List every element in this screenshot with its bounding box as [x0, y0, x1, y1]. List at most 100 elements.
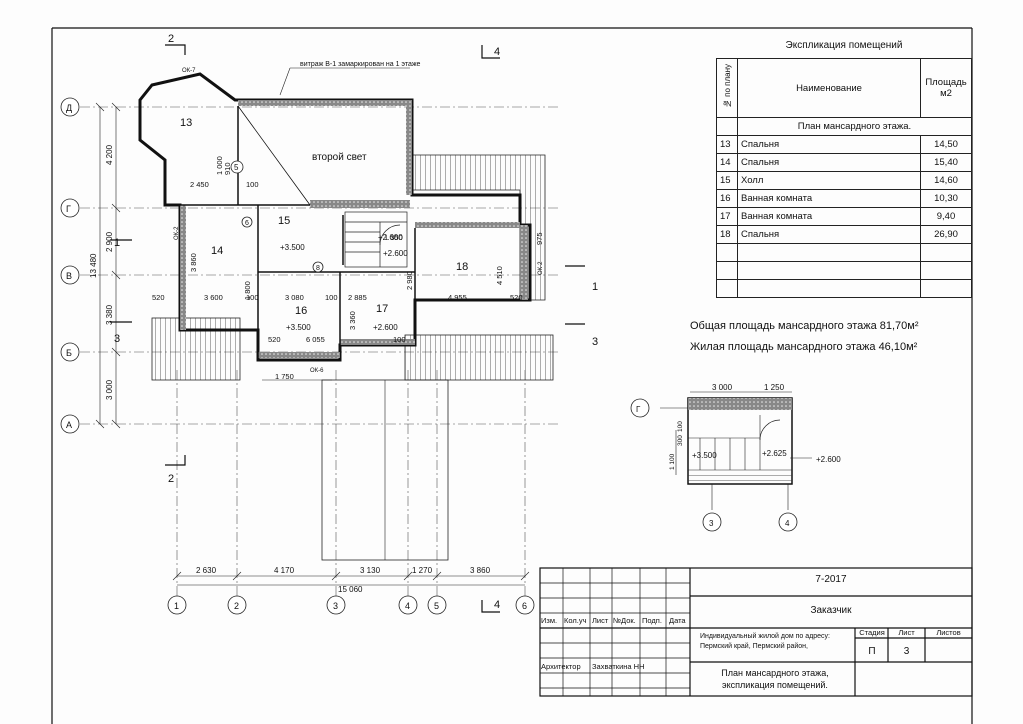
window-tag-ok2-right: ОК-2: [538, 261, 544, 275]
detail-axis-4: 4: [785, 519, 790, 528]
architect-role: Архитектор: [541, 662, 581, 671]
dim-1000: 1 000: [215, 156, 224, 175]
section-row: План мансардного этажа.: [737, 117, 972, 136]
level-room-15: +3.500: [280, 243, 305, 252]
left-dim-1: 4 200: [105, 144, 114, 165]
detail-side-dim-300: 300: [677, 435, 684, 446]
section-mark-2-top: 2: [168, 33, 174, 45]
axis-label-2: 2: [234, 601, 239, 611]
dim-4510: 4 510: [495, 266, 504, 285]
col-area-header: Площадь м2: [920, 58, 972, 118]
left-dim-3: 3 380: [105, 304, 114, 325]
detail-side-dim-1100: 1 100: [669, 453, 676, 470]
left-dim-total: 13 480: [89, 253, 98, 278]
room-14-label: 14: [211, 245, 223, 257]
customer-label: Заказчик: [810, 605, 852, 616]
room-15-label: 15: [278, 215, 290, 227]
address-text: Индивидуальный жилой дом по адресу: Перм…: [700, 633, 830, 650]
section-mark-4-bottom: 4: [494, 599, 500, 611]
level-stair: +2.600: [383, 249, 408, 258]
dim-3080: 3 080: [285, 293, 304, 302]
detail-dim-3000: 3 000: [712, 383, 733, 392]
stage-label: Стадия: [859, 628, 885, 637]
axis-label-6: 6: [522, 601, 527, 611]
empty-row: [716, 279, 972, 298]
axis-label-1: 1: [174, 601, 179, 611]
bottom-dim-total: 15 060: [338, 585, 363, 594]
axis-label-d: Д: [66, 103, 72, 113]
explication-table: № по плану Наименование Площадь м2 План …: [716, 58, 972, 298]
axis-label-5: 5: [434, 601, 439, 611]
dim-1350: 1 350: [384, 233, 403, 242]
level-room-17: +2.600: [373, 323, 398, 332]
architect-name: Захваткина НН: [592, 662, 645, 671]
bottom-dim-5: 3 860: [470, 566, 491, 575]
header-data: Дата: [669, 616, 686, 625]
level-room-16: +3.500: [286, 323, 311, 332]
plan-note: витраж В-1 замаркирован на 1 этаже: [300, 61, 421, 68]
section-mark-3-left: 3: [114, 333, 120, 345]
detail-level-3: +2.600: [816, 455, 841, 464]
living-area-text: Жилая площадь мансардного этажа 46,10м²: [690, 341, 918, 353]
bottom-dim-3: 3 130: [360, 566, 381, 575]
dim-520-a: 520: [152, 293, 165, 302]
empty-row: [716, 243, 972, 262]
window-tag-ok2: ОК-2: [174, 226, 180, 240]
dim-100-b: 100: [246, 293, 259, 302]
section-mark-1-right: 1: [592, 281, 598, 293]
dim-975: 975: [535, 232, 544, 245]
detail-axis-3: 3: [709, 519, 714, 528]
section-mark-1-left: 1: [114, 237, 120, 249]
stage-value: П: [868, 646, 876, 657]
detail-dim-1250: 1 250: [764, 383, 785, 392]
drawing-title: План мансардного этажа, экспликация поме…: [721, 668, 829, 690]
detail-side-dim-100: 100: [677, 421, 684, 432]
dim-100-c: 100: [325, 293, 338, 302]
detail-level-2: +2.625: [762, 449, 787, 458]
window-tag-ok7: ОК-7: [182, 68, 196, 74]
room-18-label: 18: [456, 261, 468, 273]
section-mark-2-bottom: 2: [168, 473, 174, 485]
axis-label-b: Б: [66, 348, 72, 358]
detail-axis-g: Г: [636, 405, 641, 414]
sheet-value: 3: [903, 646, 910, 657]
dim-910: 910: [223, 162, 232, 175]
col-num-header: № по плану: [722, 64, 732, 109]
dim-4955: 4 955: [448, 293, 467, 302]
header-ndok: №Док.: [613, 616, 636, 625]
dim-2885: 2 885: [348, 293, 367, 302]
axis-label-g: Г: [66, 204, 71, 214]
left-dim-2: 2 900: [105, 231, 114, 252]
second-light-label: второй свет: [312, 152, 367, 163]
sheets-label: Листов: [936, 628, 961, 637]
project-code: 7-2017: [815, 574, 847, 585]
axis-label-a: А: [66, 420, 72, 430]
room-16-label: 16: [295, 305, 307, 317]
total-area-text: Общая площадь мансардного этажа 81,70м²: [690, 320, 919, 332]
dim-1750: 1 750: [275, 372, 294, 381]
svg-text:5: 5: [234, 163, 239, 172]
bottom-dim-1: 2 630: [196, 566, 217, 575]
section-mark-3-right: 3: [592, 336, 598, 348]
dim-3860: 3 860: [189, 253, 198, 272]
window-tag-ok6: ОК-6: [310, 368, 324, 374]
detail-level-1: +3.500: [692, 451, 717, 460]
col-name-header: Наименование: [737, 58, 921, 118]
empty-row: [716, 261, 972, 280]
dim-100-d: 100: [393, 335, 406, 344]
dim-2980: 2 980: [405, 271, 414, 290]
dim-3360: 3 360: [348, 311, 357, 330]
left-dim-4: 3 000: [105, 379, 114, 400]
dim-2450: 2 450: [190, 180, 209, 189]
explication-title: Экспликация помещений: [785, 40, 903, 51]
header-podp: Подп.: [642, 616, 662, 625]
dim-520-c: 520: [268, 335, 281, 344]
section-mark-4-top: 4: [494, 46, 500, 58]
dim-6055: 6 055: [306, 335, 325, 344]
